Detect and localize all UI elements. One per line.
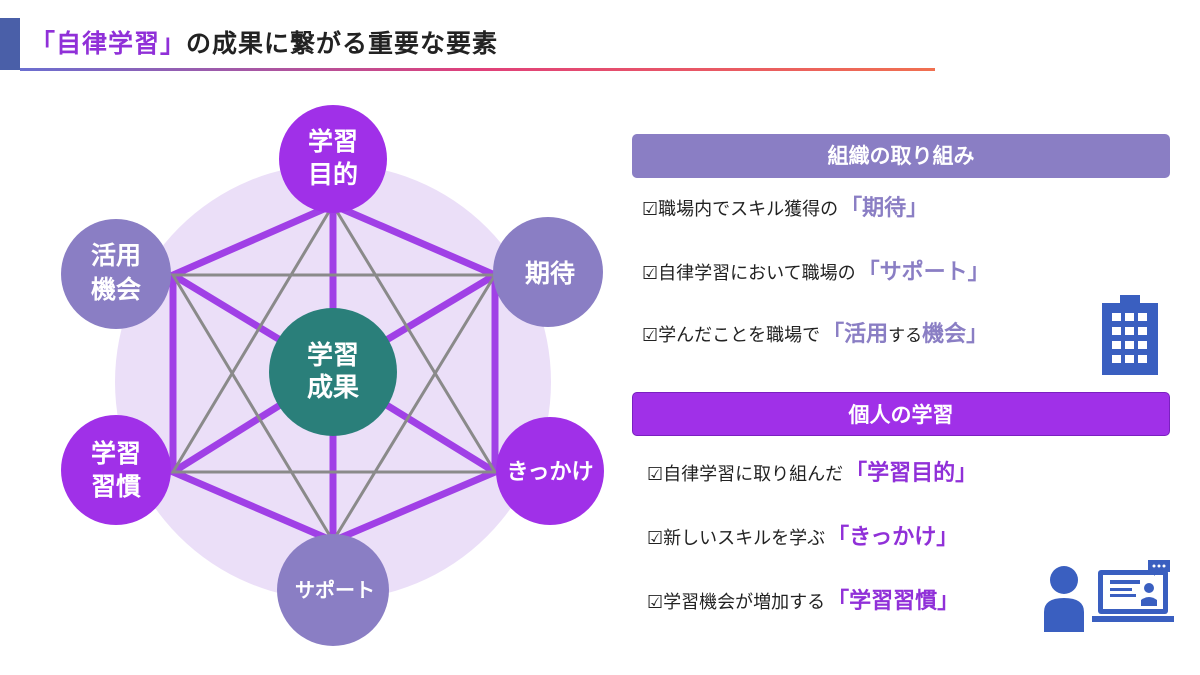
node-learning-purpose-line1: 学習: [308, 127, 358, 156]
org-item-usage: ☑学んだことを職場で「活用する機会」: [642, 316, 988, 348]
org-heading: 組織の取り組み: [632, 134, 1170, 178]
org-item-highlight-a: 「活用: [822, 322, 889, 347]
title-highlight: 「自律学習」: [30, 29, 187, 58]
node-learning-purpose: 学習 目的: [279, 105, 387, 213]
title-rest: の成果に繋がる重要な要素: [186, 29, 499, 58]
node-trigger-label: きっかけ: [506, 460, 593, 485]
node-support: サポート: [277, 534, 389, 646]
individual-item-highlight: 「学習習慣」: [827, 589, 960, 614]
center-label-line1: 学習: [307, 340, 359, 371]
hexagon-diagram: 学習 成果 学習 目的 期待 きっかけ サポート 学習 習慣 活用 機会: [61, 105, 604, 646]
title-underline: [20, 68, 935, 71]
node-learning-purpose-line2: 目的: [308, 160, 358, 189]
node-usage-opportunity: 活用 機会: [61, 219, 171, 329]
individual-item-habit: ☑学習機会が増加する「学習習慣」: [647, 583, 959, 615]
node-usage-opportunity-line2: 機会: [91, 275, 141, 304]
star-lines: [170, 202, 498, 544]
org-item-highlight-mid: する: [888, 326, 923, 346]
individual-item-purpose: ☑自律学習に取り組んだ「学習目的」: [647, 455, 977, 487]
org-item-highlight: 「活用する機会」: [822, 316, 988, 348]
org-item-support: ☑自律学習において職場の「サポート」: [642, 254, 990, 286]
office-building-icon: [1102, 295, 1158, 375]
node-expectation-label: 期待: [525, 259, 575, 288]
individual-item-highlight: 「きっかけ」: [827, 525, 959, 550]
individual-heading: 個人の学習: [632, 392, 1170, 436]
node-support-label: サポート: [295, 578, 375, 602]
node-learning-habit-line2: 習慣: [91, 472, 141, 501]
person-at-screen-icon: [1044, 560, 1174, 632]
individual-item-trigger: ☑新しいスキルを学ぶ「きっかけ」: [647, 519, 958, 551]
individual-item-highlight: 「学習目的」: [845, 461, 978, 486]
node-usage-opportunity-line1: 活用: [91, 241, 141, 270]
org-item-highlight-b: 機会」: [922, 322, 989, 347]
individual-item-text: ☑自律学習に取り組んだ: [647, 464, 844, 485]
org-item-text: ☑自律学習において職場の: [642, 263, 856, 284]
org-item-text: ☑職場内でスキル獲得の: [642, 199, 839, 220]
node-expectation: 期待: [493, 217, 603, 327]
org-item-highlight: 「期待」: [840, 196, 929, 221]
center-node: 学習 成果: [269, 308, 397, 436]
node-trigger: きっかけ: [496, 417, 604, 525]
title-accent-bar: [0, 18, 20, 70]
center-label-line2: 成果: [307, 373, 359, 403]
individual-item-text: ☑学習機会が増加する: [647, 592, 826, 613]
node-learning-habit: 学習 習慣: [61, 415, 171, 525]
page-title: 「自律学習」の成果に繋がる重要な要素: [30, 24, 498, 60]
org-item-expectation: ☑職場内でスキル獲得の「期待」: [642, 190, 928, 222]
org-item-highlight: 「サポート」: [857, 260, 990, 285]
org-item-text: ☑学んだことを職場で: [642, 325, 821, 346]
individual-item-text: ☑新しいスキルを学ぶ: [647, 528, 826, 549]
node-learning-habit-line1: 学習: [91, 439, 141, 468]
